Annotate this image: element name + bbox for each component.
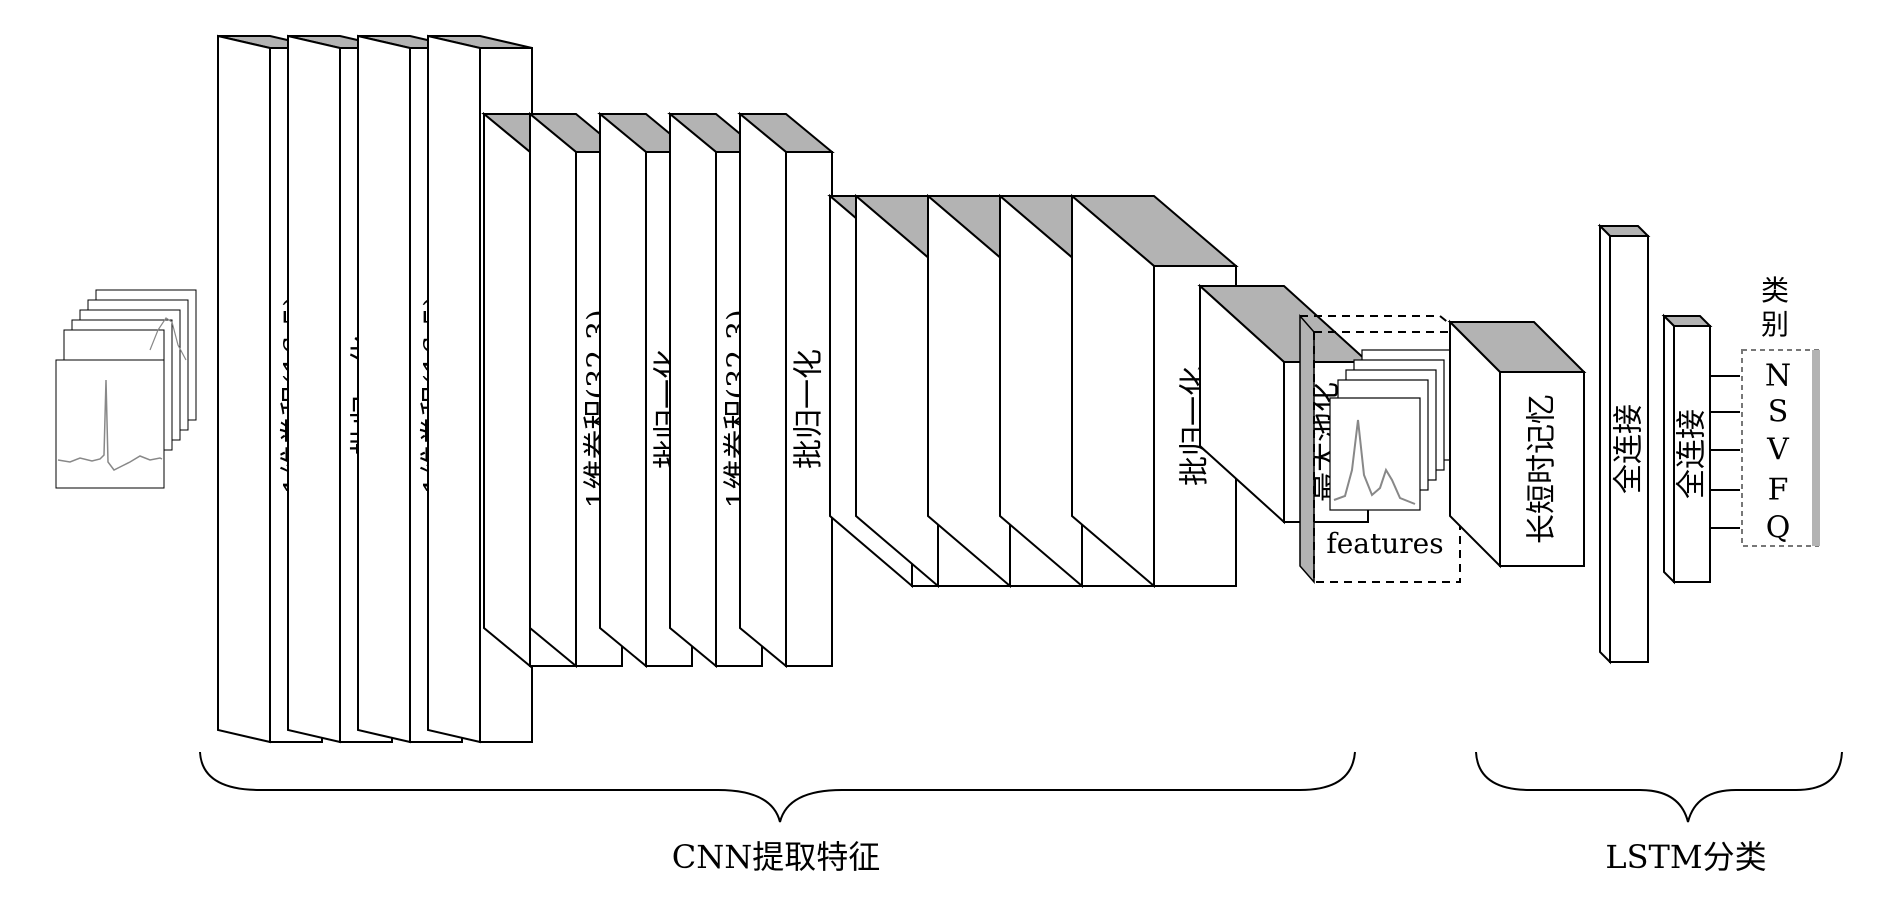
- layer-side-face: [217, 34, 271, 744]
- layer-label: 批归一化: [792, 349, 827, 469]
- layer-side-face: [739, 111, 787, 669]
- ecg-waveform-back: [149, 317, 187, 361]
- lstm-block: [1447, 319, 1587, 569]
- features-label: features: [1326, 527, 1443, 560]
- fc2-label: 全连接: [1675, 409, 1710, 499]
- classes-title-char1: 类: [1761, 274, 1789, 307]
- lstm-label: 长短时记忆: [1525, 394, 1560, 544]
- layer-side-face: [599, 111, 647, 669]
- feature-maps: features: [1299, 314, 1461, 584]
- layer-side-face: [357, 34, 411, 744]
- class-label: Q: [1766, 511, 1791, 546]
- classes-box: [1741, 349, 1820, 547]
- layer-side-face: [855, 193, 939, 589]
- layer-side-face: [529, 111, 577, 669]
- ecg-waveform: [57, 379, 163, 471]
- layer-blocks: 1维卷积(16,5)批归一化1维卷积(16,5)批归一化最大池化1维卷积(32,…: [217, 34, 1371, 744]
- braces: [199, 751, 1843, 823]
- layer-side-face: [669, 111, 717, 669]
- class-label: F: [1768, 473, 1789, 508]
- layer-side-face: [999, 193, 1083, 589]
- layer-side-face: [1071, 193, 1155, 589]
- layer-side-face: [427, 34, 481, 744]
- feature-waveform: [1333, 419, 1416, 505]
- fc2-block: [1661, 313, 1740, 585]
- layer-side-face: [287, 34, 341, 744]
- classes-title-char2: 别: [1761, 308, 1789, 341]
- class-label: N: [1765, 359, 1791, 394]
- layer-front-face: [785, 151, 833, 667]
- class-label: S: [1768, 395, 1789, 430]
- layer-block: 批归一化: [737, 111, 835, 669]
- fc1-block: [1597, 223, 1651, 665]
- fc1-label: 全连接: [1612, 404, 1647, 494]
- layer-side-face: [483, 111, 531, 669]
- lstm-group-label: LSTM分类: [1605, 838, 1766, 876]
- ecg-input-stack: [55, 289, 197, 489]
- layer-block: 批归一化: [1069, 193, 1239, 589]
- cnn-group-label: CNN提取特征: [672, 838, 881, 876]
- layer-side-face: [927, 193, 1011, 589]
- cnn-brace: [199, 751, 1356, 823]
- lstm-brace: [1475, 751, 1843, 823]
- class-label: V: [1766, 433, 1790, 468]
